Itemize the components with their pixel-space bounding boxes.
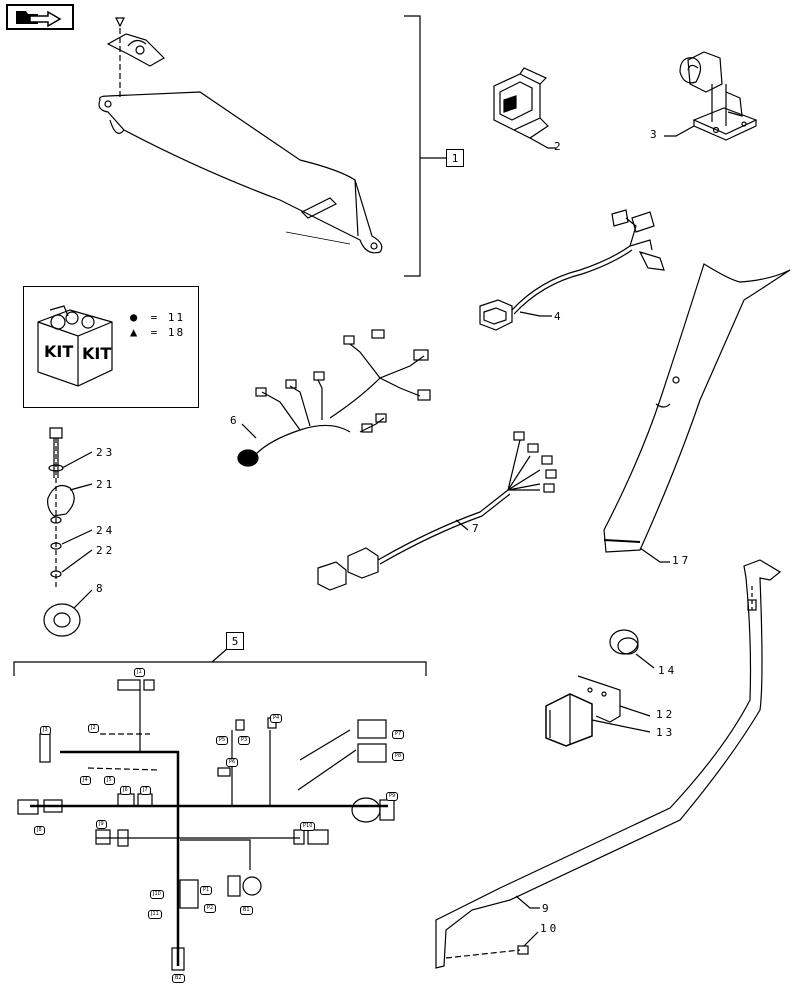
part-3-tool-mount [679, 51, 758, 141]
leader-6 [241, 423, 257, 439]
callout-5[interactable]: 5 [226, 632, 244, 650]
part-1-cover-plate [98, 17, 383, 254]
connector-tag: J8 [34, 826, 45, 835]
connector-tag: J10 [150, 890, 164, 899]
callout-6[interactable]: 6 [230, 414, 240, 427]
group-bracket-5 [13, 661, 427, 676]
part-2-rocker-switch [493, 67, 549, 139]
leader-4 [519, 311, 552, 317]
part-6-harness [237, 329, 431, 467]
callout-14[interactable]: 14 [658, 664, 678, 677]
kit-label-right: KIT [82, 344, 111, 363]
connector-tag: P7 [392, 730, 405, 739]
connector-tag: J2 [88, 724, 99, 733]
callout-13[interactable]: 13 [656, 726, 676, 739]
connector-tag: P3 [238, 736, 251, 745]
part-4-small-harness [479, 209, 665, 331]
callout-2[interactable]: 2 [554, 140, 564, 153]
connector-tag: P8 [392, 752, 405, 761]
part-13-relay-bracket [545, 675, 621, 747]
leader-14 [635, 653, 655, 669]
leader-9 [515, 895, 540, 909]
part-14-grommet [609, 629, 639, 655]
connector-tag: J3 [40, 726, 51, 735]
group-bracket-1 [404, 15, 421, 277]
connector-tag: J1 [134, 668, 145, 677]
leader-22 [61, 549, 93, 573]
kit-legend-row-triangle: ▲ = 18 [130, 325, 186, 339]
callout-22[interactable]: 22 [96, 544, 116, 557]
connector-tag: P2 [204, 904, 217, 913]
leader-10 [523, 931, 539, 947]
kit-box-illustration [37, 305, 113, 387]
leader-2 [529, 137, 556, 149]
leader-21 [69, 483, 93, 491]
leader-5 [211, 647, 229, 663]
connector-tag: B2 [172, 974, 185, 983]
callout-21[interactable]: 21 [96, 478, 116, 491]
kit-legend: ● = 11 ▲ = 18 [130, 310, 185, 340]
callout-9[interactable]: 9 [542, 902, 552, 915]
connector-tag: P6 [226, 758, 239, 767]
connector-tag: P10 [300, 822, 316, 831]
part-5-main-harness [17, 679, 395, 971]
part-17-pillar-trim [603, 263, 791, 553]
callout-17[interactable]: 17 [672, 554, 692, 567]
connector-tag: P5 [216, 736, 229, 745]
navigation-button[interactable] [6, 4, 74, 30]
kit-legend-row-circle: ● = 11 [130, 310, 186, 324]
connector-tag: B1 [240, 906, 253, 915]
kit-legend-box: KIT KIT [23, 286, 199, 408]
folder-arrow-icon [16, 10, 62, 28]
kit-legend-value: 18 [167, 326, 186, 339]
connector-tag: J9 [96, 820, 107, 829]
connector-tag: P1 [200, 886, 213, 895]
part-9-support-bar [435, 559, 782, 969]
callout-12[interactable]: 12 [656, 708, 676, 721]
leader-7 [455, 519, 469, 531]
leader-12 [619, 705, 651, 717]
leader-17 [639, 547, 670, 563]
connector-tag: J11 [148, 910, 162, 919]
connector-tag: J4 [80, 776, 91, 785]
connector-tag: P9 [386, 792, 399, 801]
kit-label-left: KIT [44, 342, 73, 361]
kit-legend-value: 11 [167, 311, 186, 324]
circle-icon: ● [130, 310, 140, 324]
connector-tag: J5 [104, 776, 115, 785]
callout-24[interactable]: 24 [96, 524, 116, 537]
connector-tag: P4 [270, 714, 283, 723]
callout-23[interactable]: 23 [96, 446, 116, 459]
leader-23 [61, 451, 93, 469]
connector-tag: J6 [120, 786, 131, 795]
leader-24 [61, 529, 93, 545]
callout-3[interactable]: 3 [650, 128, 660, 141]
connector-tag: J7 [140, 786, 151, 795]
leader-3 [664, 125, 695, 137]
callout-1[interactable]: 1 [446, 149, 464, 167]
callout-8[interactable]: 8 [96, 582, 106, 595]
callout-4[interactable]: 4 [554, 310, 564, 323]
triangle-icon: ▲ [130, 325, 140, 339]
callout-10[interactable]: 10 [540, 922, 560, 935]
kit-icon: KIT KIT [44, 342, 111, 363]
leader-8 [73, 589, 93, 609]
part-7-harness [317, 431, 557, 591]
callout-7[interactable]: 7 [472, 522, 482, 535]
hardware-column [43, 427, 81, 637]
leader-13 [591, 719, 651, 733]
